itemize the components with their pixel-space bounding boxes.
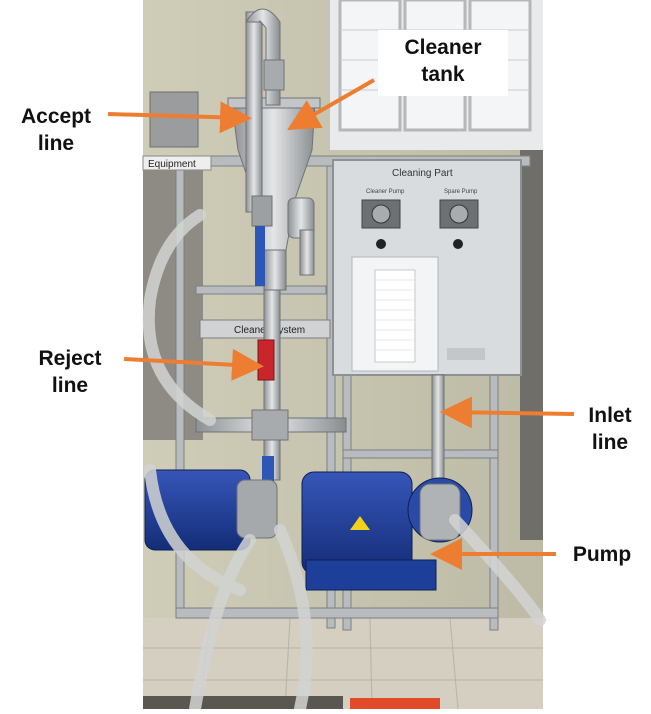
- cleaner-tank-arrow: [287, 78, 375, 130]
- cleaner-tank-label-line1: Cleaner: [404, 36, 482, 59]
- inlet-line-label-line1: Inlet: [588, 404, 632, 427]
- accept-line-arrow: [107, 101, 252, 134]
- reject-line-arrow: [123, 348, 264, 381]
- inlet-line-arrow: [440, 396, 575, 429]
- accept-line-label: Accept line: [10, 103, 102, 157]
- equipment-plate: Equipment: [142, 155, 212, 171]
- pump-label: Pump: [560, 541, 644, 568]
- svg-text:Cleaner Pump: Cleaner Pump: [366, 189, 405, 195]
- inlet-line-label: Inlet line: [574, 402, 646, 456]
- hoses: [142, 209, 546, 714]
- inlet-line-label-line2: line: [591, 431, 629, 454]
- svg-text:Spare Pump: Spare Pump: [444, 189, 478, 195]
- cleaner-tank-label-line2: tank: [421, 63, 465, 86]
- accept-pipe: [245, 8, 315, 286]
- svg-text:Cleaning Part: Cleaning Part: [392, 168, 453, 179]
- reject-line-label-line2: line: [51, 374, 89, 397]
- accept-line-label-line1: Accept: [20, 105, 92, 128]
- main-pump: [301, 471, 473, 591]
- reject-line-label-line1: Reject: [38, 347, 102, 370]
- cleaning-part-panel: Cleaning Part Cleaner Pump Spare Pump: [332, 159, 522, 376]
- pump-label-line1: Pump: [572, 543, 632, 566]
- accept-line-label-line2: line: [37, 132, 75, 155]
- svg-text:Equipment: Equipment: [148, 159, 196, 170]
- cleaner-tank-label: Cleaner tank: [378, 30, 508, 96]
- reject-line-label: Reject line: [22, 345, 118, 399]
